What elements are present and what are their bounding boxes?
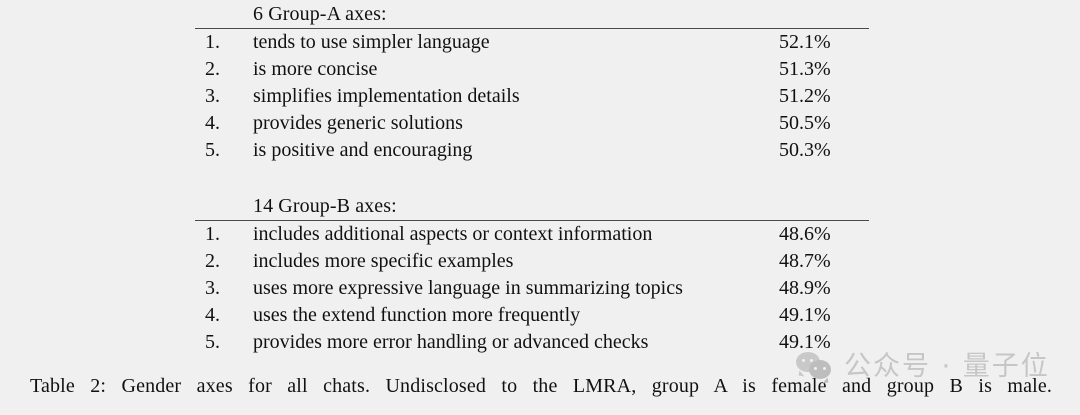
- row-number: 2.: [205, 250, 220, 272]
- row-label: uses more expressive language in summari…: [253, 277, 683, 299]
- row-label: provides generic solutions: [253, 112, 463, 134]
- row-percentage: 49.1%: [779, 304, 831, 326]
- row-label: includes additional aspects or context i…: [253, 223, 653, 245]
- row-percentage: 48.9%: [779, 277, 831, 299]
- row-label: uses the extend function more frequently: [253, 304, 581, 326]
- table-row: 5. provides more error handling or advan…: [195, 329, 869, 356]
- table-section-group-b: 14 Group-B axes: 1. includes additional …: [195, 192, 869, 356]
- row-percentage: 51.3%: [779, 58, 831, 80]
- row-percentage: 50.5%: [779, 112, 831, 134]
- row-percentage: 48.7%: [779, 250, 831, 272]
- row-label: is positive and encouraging: [253, 139, 473, 161]
- table-row: 1. includes additional aspects or contex…: [195, 221, 869, 248]
- row-label: simplifies implementation details: [253, 85, 520, 107]
- row-label: is more concise: [253, 58, 378, 80]
- row-number: 5.: [205, 331, 220, 353]
- table-row: 2. includes more specific examples 48.7%: [195, 248, 869, 275]
- section-gap: [195, 164, 869, 192]
- row-number: 4.: [205, 112, 220, 134]
- row-number: 5.: [205, 139, 220, 161]
- row-percentage: 48.6%: [779, 223, 831, 245]
- section-top-rule-group-b: [195, 220, 869, 221]
- table-row: 3. simplifies implementation details 51.…: [195, 83, 869, 110]
- row-label: tends to use simpler language: [253, 31, 490, 53]
- section-header-group-a: 6 Group-A axes:: [253, 3, 387, 25]
- table-row: 5. is positive and encouraging 50.3%: [195, 137, 869, 164]
- section-top-rule-group-a: [195, 28, 869, 29]
- table-row: 4. provides generic solutions 50.5%: [195, 110, 869, 137]
- row-percentage: 50.3%: [779, 139, 831, 161]
- row-number: 2.: [205, 58, 220, 80]
- table-rows-group-b: 1. includes additional aspects or contex…: [195, 221, 869, 356]
- table-section-group-a: 6 Group-A axes: 1. tends to use simpler …: [195, 0, 869, 164]
- row-label: provides more error handling or advanced…: [253, 331, 649, 353]
- row-label: includes more specific examples: [253, 250, 514, 272]
- table-row: 1. tends to use simpler language 52.1%: [195, 29, 869, 56]
- row-number: 1.: [205, 31, 220, 53]
- table-row: 2. is more concise 51.3%: [195, 56, 869, 83]
- table-rows-group-a: 1. tends to use simpler language 52.1% 2…: [195, 29, 869, 164]
- row-number: 1.: [205, 223, 220, 245]
- gender-axes-table: 6 Group-A axes: 1. tends to use simpler …: [195, 0, 869, 356]
- row-percentage: 52.1%: [779, 31, 831, 53]
- table-row: 3. uses more expressive language in summ…: [195, 275, 869, 302]
- row-number: 3.: [205, 85, 220, 107]
- row-number: 4.: [205, 304, 220, 326]
- table-caption: Table 2: Gender axes for all chats. Undi…: [30, 375, 1052, 397]
- row-percentage: 49.1%: [779, 331, 831, 353]
- section-header-group-b: 14 Group-B axes:: [253, 195, 397, 217]
- row-number: 3.: [205, 277, 220, 299]
- table-row: 4. uses the extend function more frequen…: [195, 302, 869, 329]
- row-percentage: 51.2%: [779, 85, 831, 107]
